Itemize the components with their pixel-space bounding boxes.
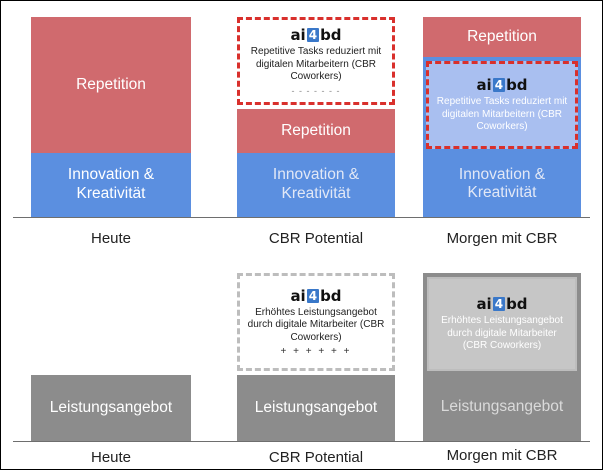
logo-text-left: ai — [290, 26, 306, 45]
morgen-repetition-label: Repetition — [467, 27, 537, 45]
logo-text-left: ai — [476, 295, 492, 314]
heute-leistung-block: Leistungsangebot — [31, 375, 191, 441]
logo-text-right: bd — [506, 76, 528, 95]
increase-card-text: Erhöhtes Leistungsangebot durch digitale… — [247, 306, 385, 343]
top-caption-cbr-potential: CBR Potential — [268, 230, 364, 247]
reduction-card-text: Repetitive Tasks reduziert mit digitalen… — [250, 46, 382, 83]
cbr-potential-innovation-label: Innovation & Kreativität — [272, 166, 360, 202]
heute-innovation-label: Innovation & Kreativität — [67, 166, 155, 202]
logo-text-right: bd — [320, 26, 342, 45]
bottom-baseline — [13, 441, 590, 442]
morgen-innovation-label: Innovation & Kreativität — [458, 165, 546, 202]
cbr-potential-repetition-block: Repetition — [237, 109, 395, 153]
heute-leistung-label: Leistungsangebot — [49, 398, 173, 416]
morgen-repetition-block: Repetition — [423, 17, 581, 57]
logo-text-left: ai — [476, 76, 492, 95]
bottom-caption-heute: Heute — [90, 449, 132, 466]
cbr-potential-repetition-label: Repetition — [281, 121, 351, 139]
logo-text-left: ai — [290, 286, 306, 305]
top-caption-morgen: Morgen mit CBR — [446, 230, 558, 247]
logo-text-right: bd — [320, 286, 342, 305]
morgen-reduction-card-text: Repetitive Tasks reduziert mit digitalen… — [436, 96, 568, 133]
heute-repetition-block: Repetition — [31, 17, 191, 153]
top-baseline — [13, 217, 590, 218]
logo-text-mid: 4 — [492, 78, 506, 93]
morgen-leistung-label: Leistungsangebot — [440, 398, 564, 416]
logo-text-mid: 4 — [306, 288, 320, 303]
cbr-potential-innovation-block: Innovation & Kreativität — [237, 153, 395, 217]
cbr-potential-leistung-block: Leistungsangebot — [237, 375, 395, 441]
increase-card-plus: + + + + + + — [280, 346, 352, 358]
heute-repetition-label: Repetition — [76, 75, 146, 93]
logo-text-right: bd — [506, 295, 528, 314]
logo-text-mid: 4 — [306, 28, 320, 43]
logo-text-mid: 4 — [492, 297, 506, 312]
morgen-increase-card-text: Erhöhtes Leistungsangebot durch digitale… — [441, 315, 563, 352]
top-caption-heute: Heute — [90, 230, 132, 247]
heute-innovation-block: Innovation & Kreativität — [31, 153, 191, 217]
reduction-card-dots: - - - - - - - — [291, 85, 341, 96]
cbr-potential-leistung-label: Leistungsangebot — [254, 398, 378, 416]
bottom-caption-cbr-potential: CBR Potential — [268, 449, 364, 466]
bottom-caption-morgen: Morgen mit CBR — [446, 447, 558, 464]
